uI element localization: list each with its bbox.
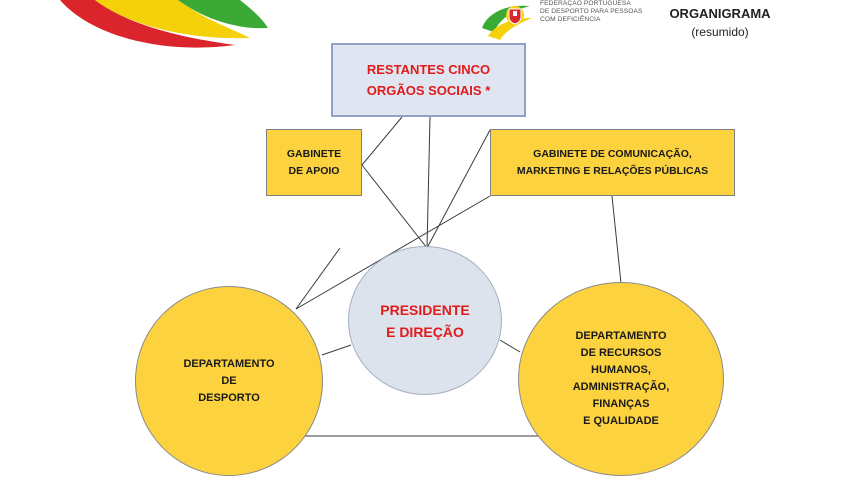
federation-name: FEDERAÇÃO PORTUGUESA DE DESPORTO PARA PE… [540,0,670,24]
brand-swoosh-logo [60,0,268,48]
gabinete-comunicacao-box: GABINETE DE COMUNICAÇÃO, MARKETING E REL… [490,129,735,196]
connector-desporto-to-president [321,344,352,356]
circle-label-line: DE [221,374,237,387]
departamento-desporto-circle: DEPARTAMENTO DE DESPORTO [135,286,323,476]
connector-top-to-gabinete-apoio [361,116,403,166]
connector-president-to-recursos [499,339,521,353]
box-label-line: GABINETE [286,147,342,160]
connector-gabinete-comunicacao-to-recursos [611,195,622,284]
federation-name-line: COM DEFICIÊNCIA [540,16,601,23]
circle-label-line: PRESIDENTE [380,301,470,318]
box-label-line: MARKETING E RELAÇÕES PÚBLICAS [516,164,709,177]
connector-top-to-president [426,116,431,249]
circle-label-line: DEPARTAMENTO [575,330,667,342]
box-label-line: GABINETE DE COMUNICAÇÃO, [533,147,692,160]
circle-label-line: FINANÇAS [592,398,650,410]
page-title: ORGANIGRAMA [669,6,771,21]
circle-label-line: E DIREÇÃO [386,323,464,340]
federation-emblem-logo [482,5,532,40]
departamento-recursos-circle: DEPARTAMENTO DE RECURSOS HUMANOS, ADMINI… [518,282,724,476]
page-subtitle: (resumido) [691,25,749,39]
circle-label-line: DEPARTAMENTO [183,357,275,370]
circle-label-line: ADMINISTRAÇÃO, [572,381,670,393]
federation-name-line: DE DESPORTO PARA PESSOAS [540,8,643,15]
circle-label-line: DE RECURSOS [580,347,662,359]
circle-label-line: DESPORTO [198,391,260,404]
connector-desporto-diagonal [295,247,341,310]
restantes-orgaos-sociais-box: RESTANTES CINCO ORGÃOS SOCIAIS * [331,43,526,117]
federation-name-line: FEDERAÇÃO PORTUGUESA [540,0,631,7]
box-label-line: DE APOIO [288,164,340,177]
box-label-line: ORGÃOS SOCIAIS * [366,83,491,98]
presidente-direcao-circle: PRESIDENTE E DIREÇÃO [348,246,502,395]
gabinete-apoio-box: GABINETE DE APOIO [266,129,362,196]
connector-gabinete-comunicacao-to-president [426,129,491,249]
connector-gabinete-apoio-to-president [361,164,428,249]
box-label-line: RESTANTES CINCO [366,62,491,77]
circle-label-line: HUMANOS, [591,364,651,376]
circle-label-line: E QUALIDADE [583,415,659,427]
